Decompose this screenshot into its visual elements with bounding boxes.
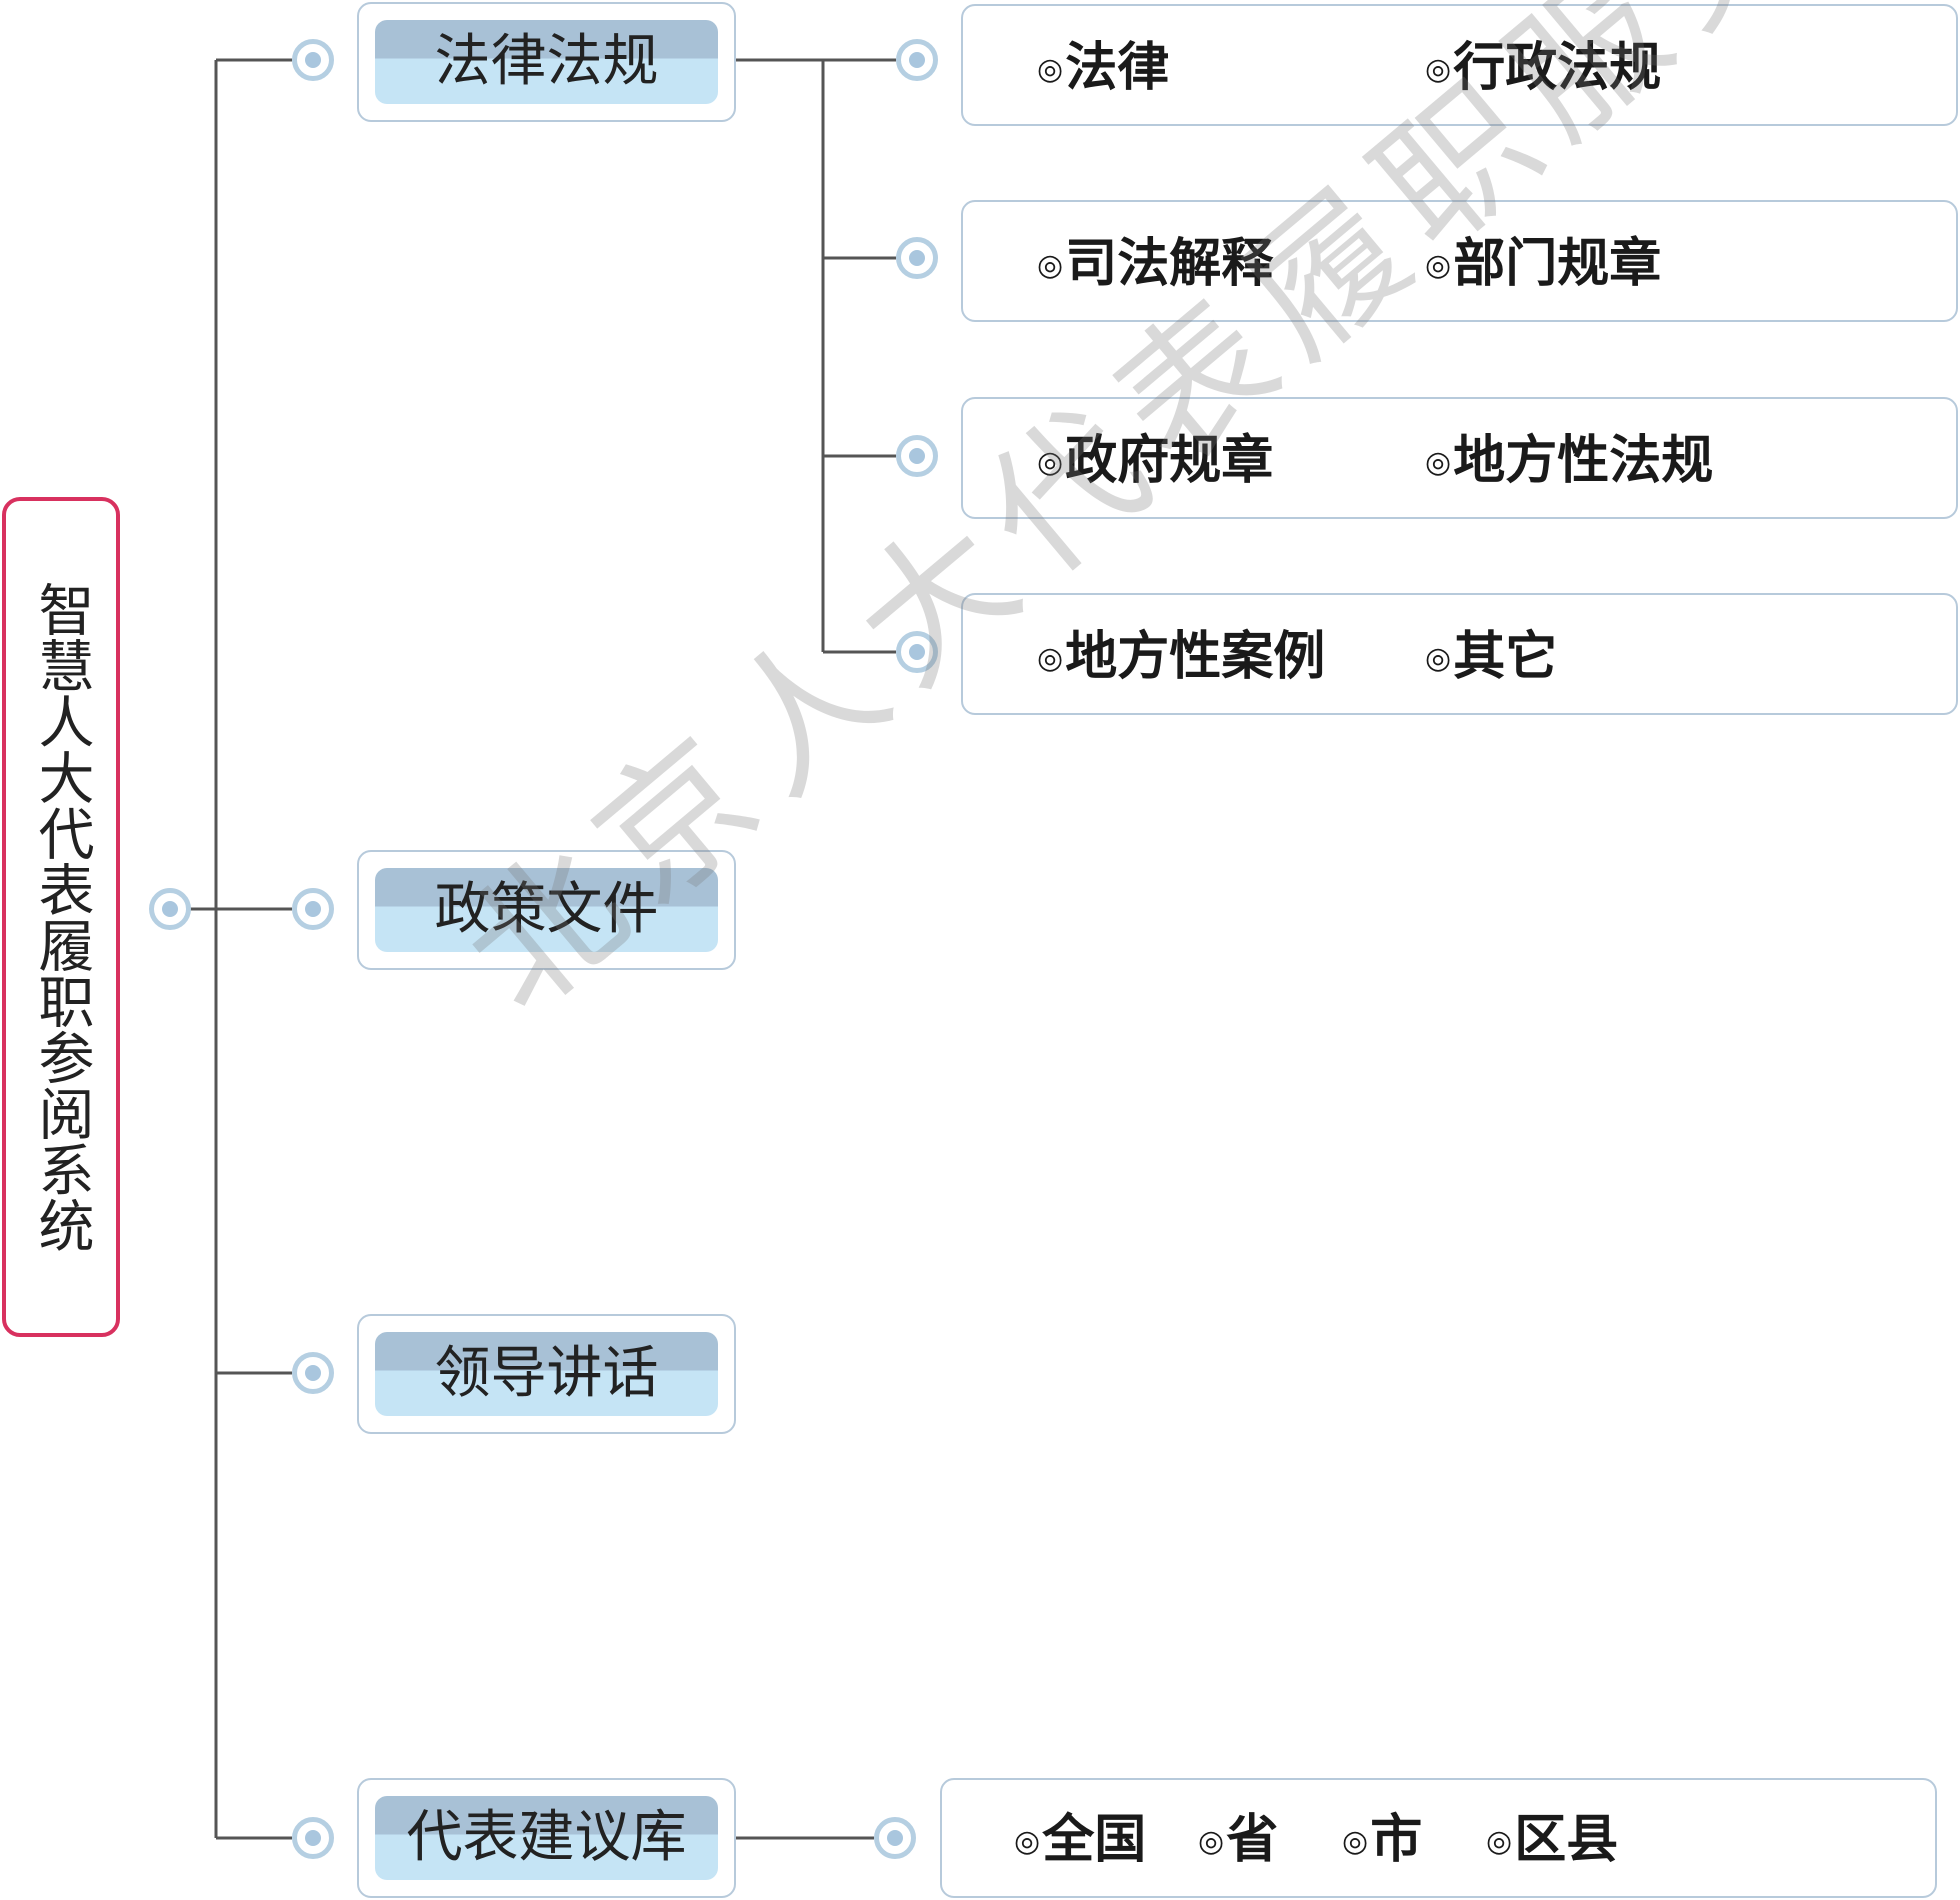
category-dot-icon [292, 1352, 334, 1394]
level-city[interactable]: ◎市 [1342, 1810, 1423, 1870]
law-item-local-regulations[interactable]: ◎地方性法规 [1425, 431, 1714, 491]
root-title: 智慧人大代表履职参阅系统 [29, 581, 94, 1253]
category-law[interactable]: 法律法规 [357, 2, 736, 122]
category-label: 领导讲话 [434, 1341, 659, 1406]
suggestion-levels: ◎全国 ◎省 ◎市 ◎区县 [940, 1778, 1937, 1898]
law-item-administrative-regulation[interactable]: ◎行政法规 [1425, 38, 1662, 98]
category-dot-icon [292, 1817, 334, 1859]
level-district[interactable]: ◎区县 [1486, 1810, 1619, 1870]
root-dot-icon [149, 888, 191, 930]
law-item-judicial-interpretation[interactable]: ◎司法解释 [1037, 234, 1274, 294]
law-item-departmental-rules[interactable]: ◎部门规章 [1425, 234, 1662, 294]
category-dot-icon [292, 39, 334, 81]
law-item-other[interactable]: ◎其它 [1425, 627, 1558, 687]
category-speech[interactable]: 领导讲话 [357, 1314, 736, 1434]
law-group-3: ◎政府规章 ◎地方性法规 [961, 397, 1958, 519]
law-group-dot-icon [896, 631, 938, 673]
level-province[interactable]: ◎省 [1198, 1810, 1279, 1870]
category-label: 政策文件 [434, 877, 659, 942]
law-group-dot-icon [896, 39, 938, 81]
law-group-dot-icon [896, 237, 938, 279]
law-group-2: ◎司法解释 ◎部门规章 [961, 200, 1958, 322]
category-label: 法律法规 [434, 29, 659, 94]
category-suggestion[interactable]: 代表建议库 [357, 1778, 736, 1898]
law-item-local-cases[interactable]: ◎地方性案例 [1037, 627, 1326, 687]
category-policy[interactable]: 政策文件 [357, 850, 736, 970]
category-dot-icon [292, 888, 334, 930]
level-national[interactable]: ◎全国 [1014, 1810, 1147, 1870]
law-group-1: ◎法律 ◎行政法规 [961, 4, 1958, 126]
law-group-dot-icon [896, 435, 938, 477]
category-label: 代表建议库 [406, 1805, 687, 1870]
suggestion-dot-icon [874, 1817, 916, 1859]
law-item-law[interactable]: ◎法律 [1037, 38, 1170, 98]
root-node: 智慧人大代表履职参阅系统 [2, 497, 120, 1337]
law-item-government-rules[interactable]: ◎政府规章 [1037, 431, 1274, 491]
law-group-4: ◎地方性案例 ◎其它 [961, 593, 1958, 715]
